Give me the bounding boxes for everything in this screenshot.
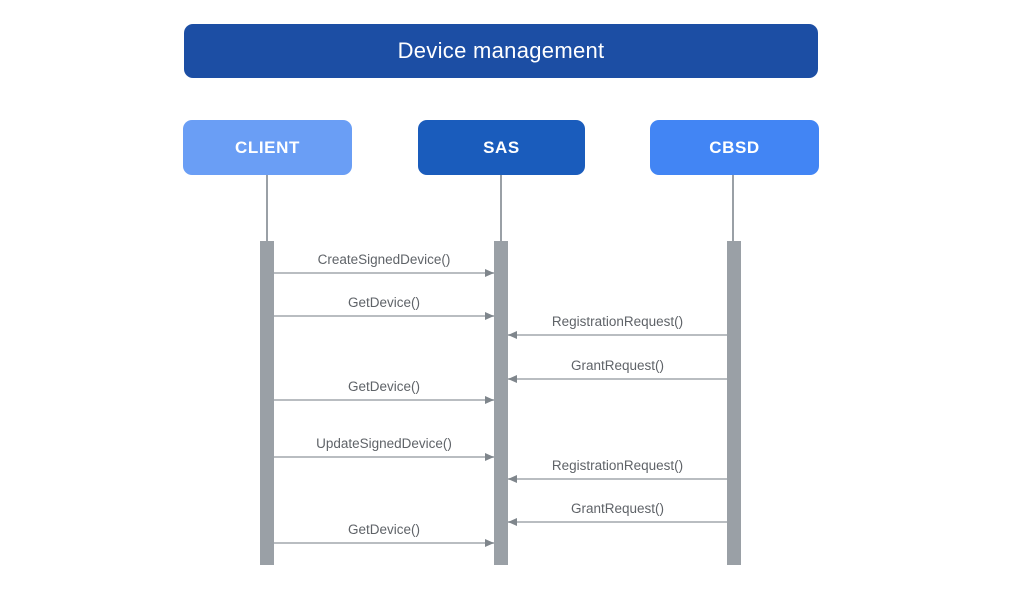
message-registration-request-2: RegistrationRequest() <box>508 456 727 483</box>
arrow-right-icon <box>485 312 494 320</box>
message-line <box>274 399 494 401</box>
message-line <box>508 521 727 523</box>
message-label: GrantRequest() <box>570 501 665 516</box>
lifeline-client <box>266 175 268 241</box>
message-line <box>274 315 494 317</box>
message-line <box>274 272 494 274</box>
actor-cbsd: CBSD <box>650 120 819 175</box>
lifeline-cbsd <box>732 175 734 241</box>
arrow-right-icon <box>485 539 494 547</box>
message-grant-request-2: GrantRequest() <box>508 499 727 526</box>
message-update-signed-device: UpdateSignedDevice() <box>274 434 494 461</box>
message-registration-request-1: RegistrationRequest() <box>508 312 727 339</box>
actor-cbsd-label: CBSD <box>709 137 760 157</box>
message-label: GetDevice() <box>347 295 420 310</box>
activation-bar-sas <box>494 241 508 565</box>
message-line <box>508 334 727 336</box>
message-label: RegistrationRequest() <box>551 314 684 329</box>
message-get-device-3: GetDevice() <box>274 520 494 547</box>
arrow-left-icon <box>508 375 517 383</box>
message-line <box>274 542 494 544</box>
message-line <box>508 378 727 380</box>
message-line <box>274 456 494 458</box>
actor-sas: SAS <box>418 120 585 175</box>
actor-client-label: CLIENT <box>235 137 300 157</box>
arrow-right-icon <box>485 396 494 404</box>
message-label: GetDevice() <box>347 379 420 394</box>
message-label: CreateSignedDevice() <box>317 252 451 267</box>
message-get-device-2: GetDevice() <box>274 377 494 404</box>
actor-client: CLIENT <box>183 120 352 175</box>
message-create-signed-device: CreateSignedDevice() <box>274 250 494 277</box>
message-grant-request-1: GrantRequest() <box>508 356 727 383</box>
lifeline-sas <box>500 175 502 241</box>
arrow-left-icon <box>508 331 517 339</box>
activation-bar-client <box>260 241 274 565</box>
message-label: GetDevice() <box>347 522 420 537</box>
diagram-title: Device management <box>184 24 818 78</box>
message-get-device-1: GetDevice() <box>274 293 494 320</box>
arrow-left-icon <box>508 475 517 483</box>
message-label: RegistrationRequest() <box>551 458 684 473</box>
activation-bar-cbsd <box>727 241 741 565</box>
message-label: UpdateSignedDevice() <box>316 436 452 451</box>
message-label: GrantRequest() <box>570 358 665 373</box>
message-line <box>508 478 727 480</box>
arrow-left-icon <box>508 518 517 526</box>
arrow-right-icon <box>485 269 494 277</box>
arrow-right-icon <box>485 453 494 461</box>
actor-sas-label: SAS <box>483 137 520 157</box>
